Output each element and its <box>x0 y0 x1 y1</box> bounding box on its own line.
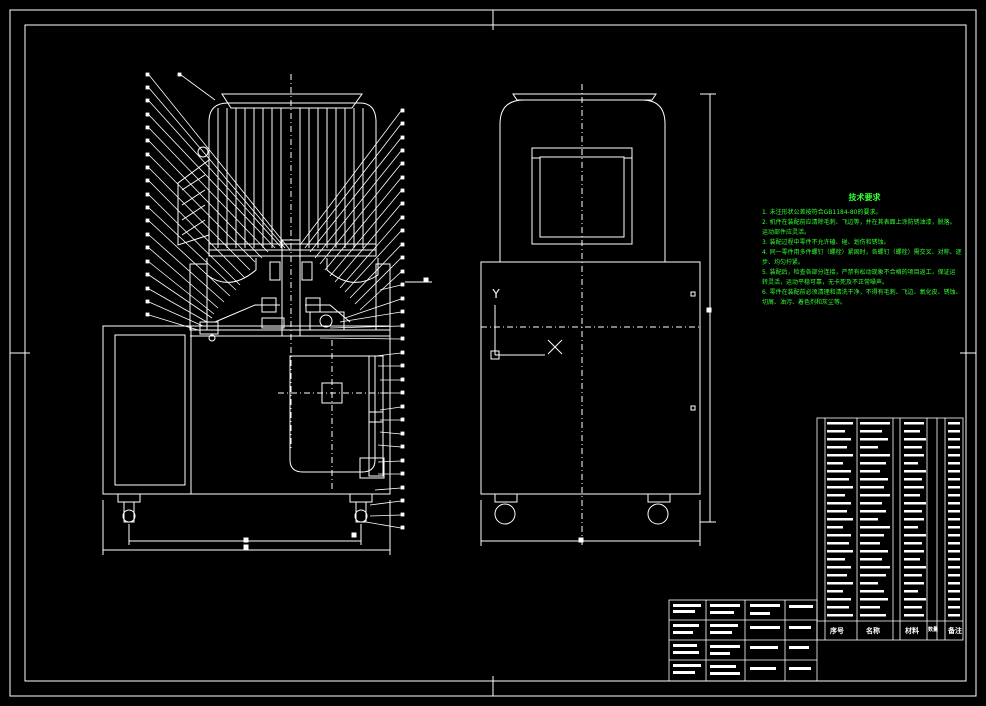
leader-lines-left <box>145 72 291 331</box>
bom-header-name: 名称 <box>866 627 880 635</box>
technical-note-line: 1. 未注形状公差按符合GB1184-80的要求。 <box>762 209 882 216</box>
leader-lines-right <box>299 108 405 530</box>
bom-header-material: 材料 <box>905 627 919 635</box>
bill-of-materials <box>816 417 964 641</box>
technical-note-line: 2. 机件在装配前应清除毛刺、飞边等，并在其表面上涂防锈油漆，脱落。 <box>762 219 956 226</box>
technical-note-line: 4. 同一零件用多件螺钉（螺栓）紧固时，各螺钉（螺栓）需交叉、对称、逐 <box>762 249 962 256</box>
sheet-frame <box>9 9 977 697</box>
bom-header-quantity: 数量 <box>928 627 939 633</box>
bom-header-remark: 备注 <box>948 627 962 635</box>
title-block <box>668 599 818 682</box>
technical-note-line: 运动部件应灵活。 <box>762 229 811 236</box>
hopper-ribs <box>217 108 364 248</box>
technical-notes-title: 技术要求 <box>848 193 881 202</box>
technical-note-line: 转灵活，运动平稳可靠，无卡死及不正常噪声。 <box>762 279 889 286</box>
technical-notes: 技术要求 1. 未注形状公差按符合GB1184-80的要求。 2. 机件在装配前… <box>762 192 967 308</box>
bom-header-index: 序号 <box>830 627 844 635</box>
technical-note-line: 5. 装配后，检查各部分连接，严禁有松动现象不合格的项目返工，保证运 <box>762 269 956 276</box>
side-view <box>480 84 716 546</box>
technical-note-line: 3. 装配过程中零件不允许磕、碰、划伤和锈蚀。 <box>762 239 890 246</box>
axis-label-y: Y <box>491 287 500 301</box>
technical-note-line: 6. 零件在装配前必须清理和清洗干净，不得有毛刺、飞边、氧化皮、锈蚀、 <box>762 289 962 296</box>
technical-note-line: 步、均匀拧紧。 <box>762 259 805 266</box>
front-section-view <box>102 74 432 555</box>
technical-note-line: 切屑、油污、着色剂和灰尘等。 <box>762 299 847 306</box>
